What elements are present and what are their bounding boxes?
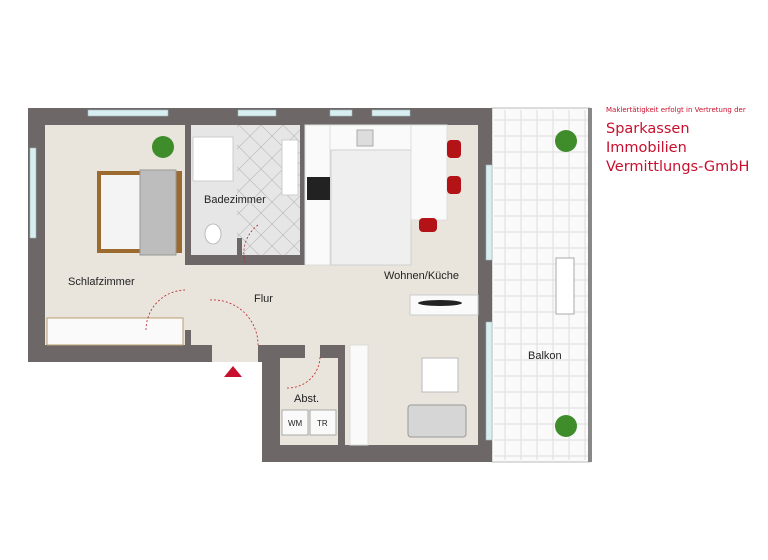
plant-icon xyxy=(555,130,577,152)
sink xyxy=(281,139,299,196)
plant-icon xyxy=(555,415,577,437)
agency-name-line2: Vermittlungs-GmbH xyxy=(606,159,750,175)
sofa xyxy=(407,404,467,438)
plant-icon xyxy=(152,136,174,158)
windows xyxy=(29,109,493,441)
room-label-storage: Abst. xyxy=(294,393,319,405)
bedroom-wardrobe xyxy=(46,317,184,346)
balcony xyxy=(491,107,592,463)
kitchen-sink xyxy=(356,129,374,147)
room-label-hall: Flur xyxy=(254,293,273,305)
agency-block: Maklertätigkeit erfolgt in Vertretung de… xyxy=(606,106,768,177)
agency-note: Maklertätigkeit erfolgt in Vertretung de… xyxy=(606,106,746,114)
dryer xyxy=(309,409,337,436)
kitchen xyxy=(304,124,479,446)
bath-tile-line xyxy=(237,188,300,253)
bar-stool xyxy=(447,140,461,158)
cooktop xyxy=(307,177,330,200)
dryer-label: TR xyxy=(317,419,328,428)
balcony-table xyxy=(555,257,575,315)
bath-tile-line xyxy=(262,217,300,256)
bar-stool xyxy=(447,176,461,194)
coffee-table xyxy=(421,357,459,393)
room-label-living-kitchen: Wohnen/Küche xyxy=(384,270,459,282)
tv xyxy=(418,300,462,306)
washing-machine xyxy=(281,409,309,436)
room-label-balcony: Balkon xyxy=(528,350,562,362)
room-label-bathroom: Badezimmer xyxy=(204,194,266,206)
bedroom-furniture xyxy=(46,130,577,437)
bath-tile-line xyxy=(237,125,284,172)
door-swings xyxy=(145,224,321,389)
bath-tile-line xyxy=(237,125,262,150)
washing-machine-label: WM xyxy=(288,419,303,428)
bath-tile-line xyxy=(240,195,300,256)
bath-tile-line xyxy=(238,125,300,187)
bar-stool xyxy=(419,218,437,232)
bath-tile-line xyxy=(237,210,282,256)
entrance-arrow-icon xyxy=(224,366,242,377)
counter-bar xyxy=(410,124,448,221)
agency-name-line1: Sparkassen Immobilien xyxy=(606,121,690,156)
inner-walls xyxy=(185,108,492,462)
bathroom-floor xyxy=(190,125,300,265)
bath-tile-line xyxy=(237,166,300,231)
shower-tray xyxy=(192,136,234,182)
toilet xyxy=(204,223,222,245)
bath-tile-line xyxy=(237,232,260,256)
room-label-bedroom: Schlafzimmer xyxy=(68,276,135,288)
bath-tile-line xyxy=(237,151,300,216)
wardrobe xyxy=(349,344,369,446)
